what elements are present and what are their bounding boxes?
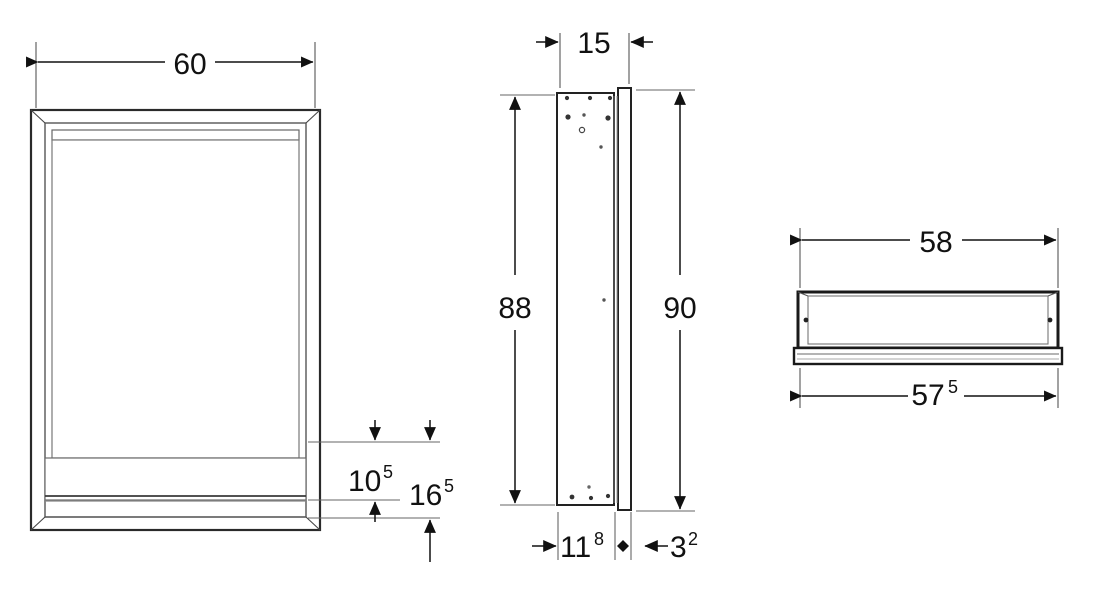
dim-label-32-sup: 2 xyxy=(688,529,698,549)
side-hole-marker xyxy=(587,95,593,101)
dim-label-15: 15 xyxy=(577,27,610,60)
side-hole-marker xyxy=(569,494,575,500)
top-view: 58 57 5 xyxy=(790,226,1064,412)
dim-label-575: 57 xyxy=(911,379,944,412)
front-mitre-tl xyxy=(30,109,46,124)
side-hole-marker xyxy=(565,114,571,120)
top-hole-marker-left xyxy=(803,317,809,323)
side-body-section xyxy=(556,92,615,506)
dim-label-165-sup: 5 xyxy=(444,476,454,496)
side-door-leaf xyxy=(617,87,632,511)
side-hole-marker xyxy=(564,95,570,101)
dim-label-575-sup: 5 xyxy=(948,377,958,397)
top-front-trim xyxy=(792,346,1064,366)
side-hole-marker xyxy=(605,493,611,499)
dim-label-118-sup: 8 xyxy=(594,529,604,549)
dim-label-32: 3 xyxy=(670,531,687,564)
side-view: 15 88 90 11 8 3 2 xyxy=(498,27,698,564)
dim-label-58: 58 xyxy=(919,226,952,259)
dim-label-90: 90 xyxy=(663,292,696,325)
top-inner-cavity xyxy=(807,295,1049,345)
dim-label-105: 10 xyxy=(348,465,381,498)
side-hole-open-marker xyxy=(578,126,586,134)
dim-label-88: 88 xyxy=(498,292,531,325)
dim-label-165: 16 xyxy=(409,479,442,512)
side-hole-marker xyxy=(602,298,606,302)
side-hole-marker xyxy=(588,495,594,501)
side-hole-marker xyxy=(599,145,603,149)
top-chamfer-tl xyxy=(797,291,809,297)
side-hole-marker xyxy=(587,485,591,489)
side-hole-marker xyxy=(582,113,586,117)
dim-label-118: 11 xyxy=(560,531,591,564)
front-view: 60 xyxy=(26,42,322,532)
front-mirror-panel xyxy=(51,139,300,459)
front-top-band xyxy=(51,129,300,141)
top-chamfer-tr xyxy=(1047,291,1059,297)
front-lower-compartment xyxy=(44,457,307,501)
front-mitre-tr xyxy=(305,109,321,124)
top-hole-marker-right xyxy=(1047,317,1053,323)
side-hole-marker xyxy=(607,95,613,101)
dim-origin-marker xyxy=(617,540,629,552)
side-hole-marker xyxy=(605,115,611,121)
front-mitre-bl xyxy=(30,516,46,531)
dim-label-60: 60 xyxy=(173,48,206,81)
front-mitre-br xyxy=(305,516,321,531)
dim-label-105-sup: 5 xyxy=(383,462,393,482)
front-lower-dimensions: 10 5 16 5 xyxy=(308,420,454,562)
